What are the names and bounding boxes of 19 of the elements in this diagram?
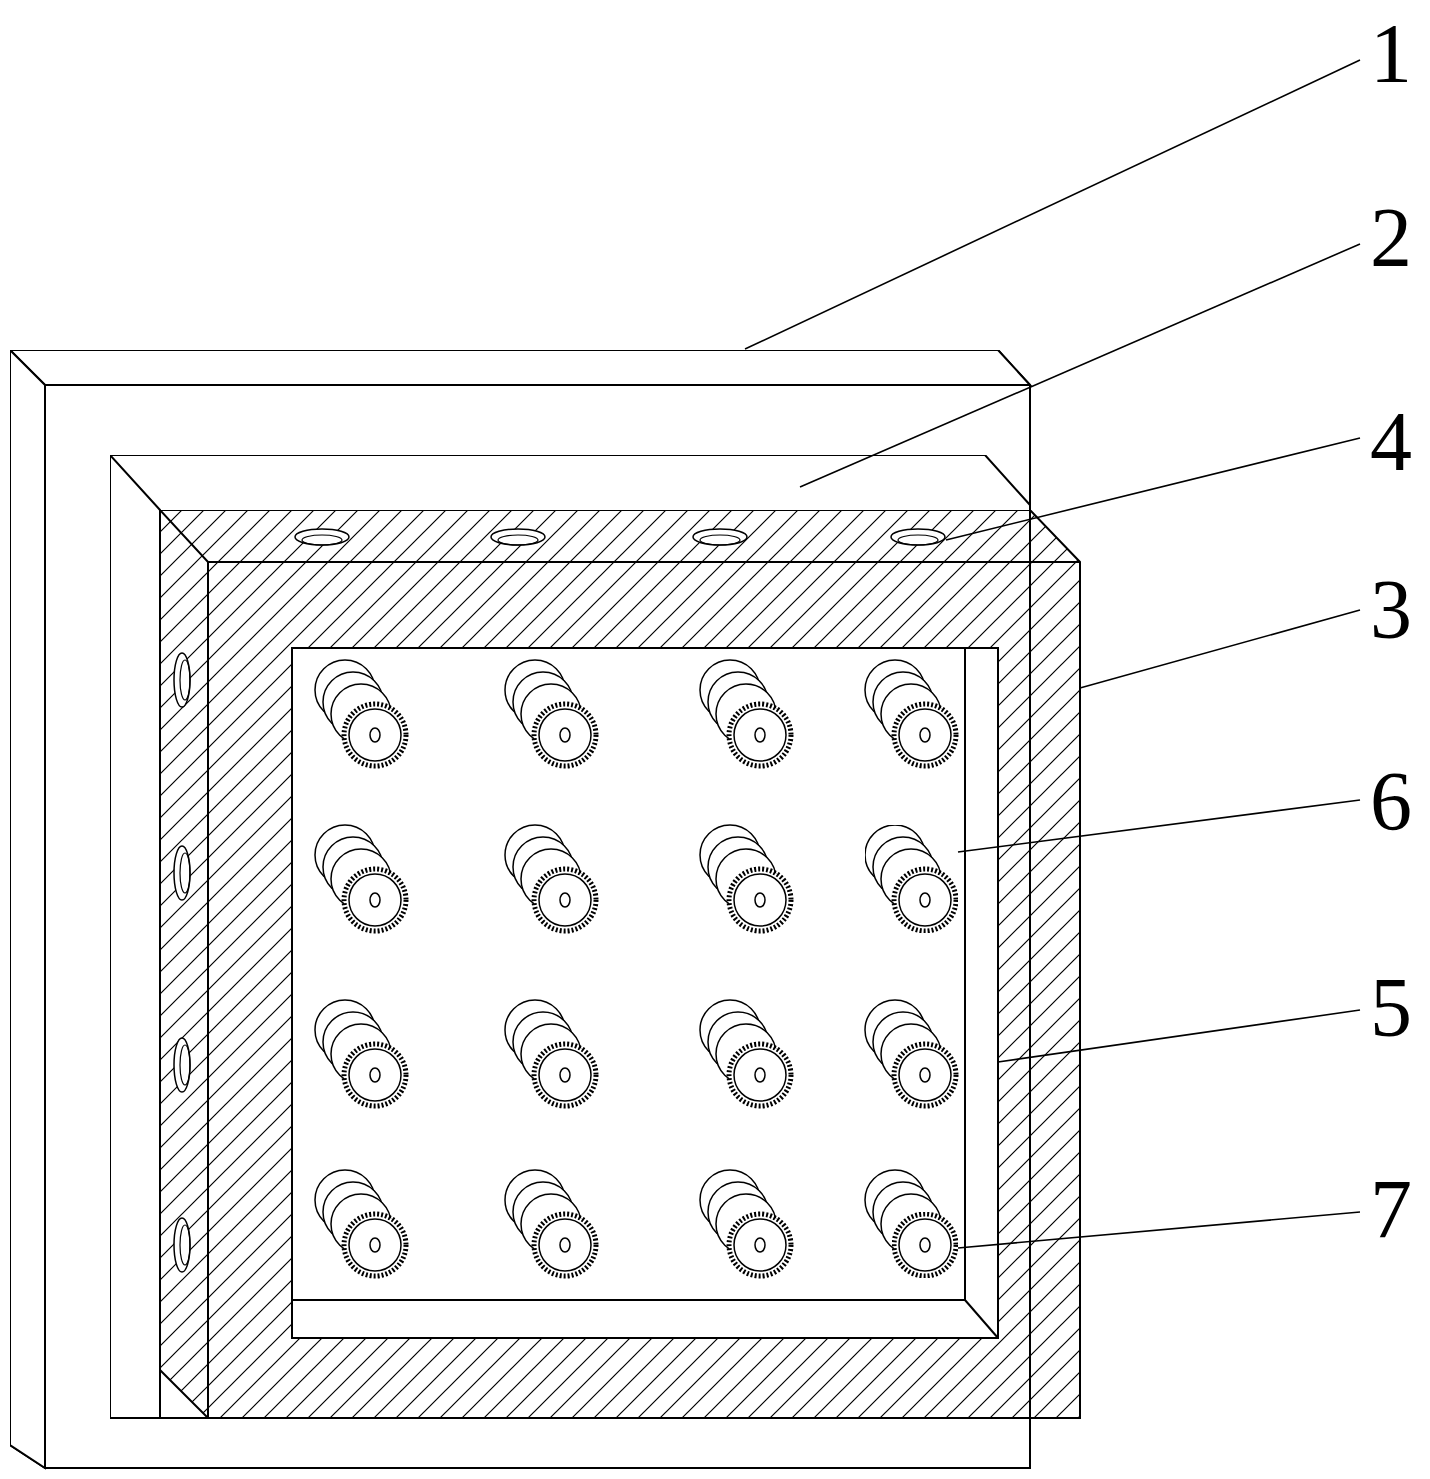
bolt-hole [890, 528, 946, 546]
rod [865, 825, 958, 933]
callout-number: 7 [1360, 1168, 1422, 1252]
callout-number: 1 [1360, 12, 1422, 96]
leader-line [799, 243, 1361, 488]
leader-line [1079, 609, 1361, 689]
bolt-hole [490, 528, 546, 546]
bolt-hole [692, 528, 748, 546]
leader-line [957, 799, 1361, 853]
leader-line [997, 1009, 1361, 1063]
callout-number: 6 [1360, 760, 1422, 844]
callout-number: 3 [1360, 568, 1422, 652]
callout-number: 2 [1360, 196, 1422, 280]
leader-line [945, 437, 1361, 541]
bolt-hole [294, 528, 350, 546]
leader-line [957, 1211, 1361, 1249]
callout-number: 5 [1360, 966, 1422, 1050]
leader-line [744, 59, 1361, 350]
callout-number: 4 [1360, 400, 1422, 484]
